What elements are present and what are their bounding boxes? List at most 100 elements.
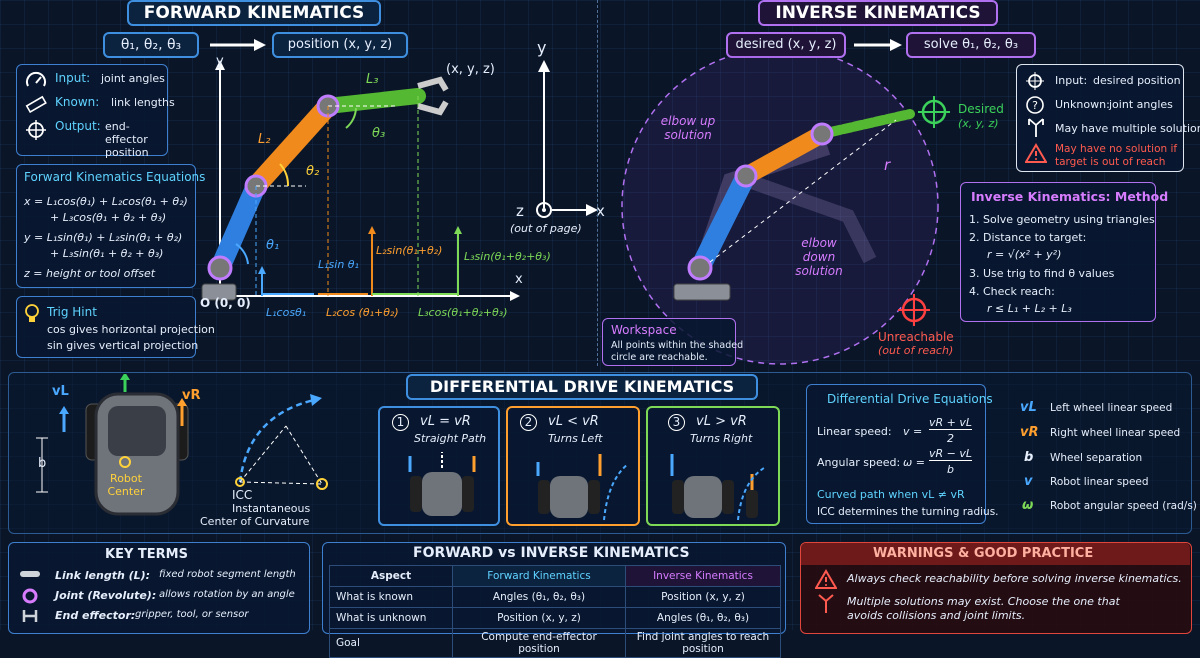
ik-method-line-3: r = √(x² + y²) [987, 248, 1062, 261]
branch-icon [1028, 118, 1044, 137]
dd-robot-diagram [36, 374, 189, 516]
ik-method-box: Inverse Kinematics: Method 1. Solve geom… [960, 182, 1168, 322]
fk-l1sin-label: L₁sin θ₁ [318, 258, 359, 271]
dd-legend-sym-4: v [1024, 474, 1033, 489]
fk-info-value-input: joint angles [101, 72, 165, 85]
ik-desired-label: Desired [958, 102, 1004, 116]
dd-case-3-robot [670, 454, 765, 521]
key-terms-title: KEY TERMS [105, 547, 188, 562]
ik-unreachable-label: Unreachable [878, 330, 954, 344]
fk-hint-line-1: cos gives horizontal projection [47, 323, 215, 336]
fk-flow-arrow [210, 39, 266, 51]
ik-elbow-up-label: elbow up solution [660, 114, 716, 142]
dd-case-3-num: 3 [668, 414, 685, 431]
ik-info-label-unknown: Unknown: [1055, 98, 1110, 111]
fk-info-label-input: Input: [55, 71, 91, 85]
compare-header-aspect: Aspect [329, 565, 453, 587]
ik-elbow-down-label: elbow down solution [795, 236, 843, 278]
fk-x-axis-label: x [515, 272, 523, 287]
dd-legend-sym-1: vL [1020, 400, 1037, 415]
ik-method-line-5: 4. Check reach: [969, 285, 1055, 298]
compare-table: Aspect Forward Kinematics Inverse Kinema… [329, 565, 781, 658]
dd-vl-label: vL [52, 384, 69, 399]
dd-linear-num: vR + vL [929, 416, 973, 430]
term-2-name: Joint (Revolute): [55, 589, 157, 602]
joint-icon [22, 588, 38, 604]
dd-case-2-num: 2 [520, 414, 537, 431]
fk-l2cos-label: L₂cos (θ₁+θ₂) [326, 306, 399, 319]
fk-input-formula: θ₁, θ₂, θ₃ [103, 32, 199, 58]
dd-icc-diagram [235, 394, 328, 490]
dd-legend-desc-5: Robot angular speed (rad/s) [1050, 500, 1197, 512]
ik-output-formula: solve θ₁, θ₂, θ₃ [906, 32, 1036, 58]
compare-row-3-forward: Compute end-effector position [452, 628, 626, 658]
ik-workspace-title: Workspace [611, 323, 677, 337]
ik-info-label-input: Input: [1055, 74, 1088, 87]
fk-end-effector-label: (x, y, z) [446, 62, 495, 77]
question-icon: ? [1026, 96, 1044, 114]
warnings-title: WARNINGS & GOOD PRACTICE [873, 546, 1094, 561]
dd-legend-desc-4: Robot linear speed [1050, 476, 1149, 488]
ik-info-value-unknown: joint angles [1109, 98, 1173, 111]
ik-method-title: Inverse Kinematics: Method [971, 189, 1169, 204]
fk-hint-line-2: sin gives vertical projection [47, 339, 199, 352]
warnings-box: WARNINGS & GOOD PRACTICE Always check re… [800, 542, 1192, 634]
link-icon [20, 571, 40, 577]
dd-case-2-robot [536, 454, 629, 521]
ik-workspace-diagram [621, 56, 950, 365]
dd-equations-box: Differential Drive Equations Linear spee… [806, 384, 999, 524]
dd-legend-sym-2: vR [1020, 425, 1039, 440]
term-1-desc: fixed robot segment length [159, 569, 296, 580]
ik-info-multiple: May have multiple solutions [1055, 122, 1200, 135]
fk-eq-line-3: y = L₁sin(θ₁) + L₂sin(θ₁ + θ₂) [24, 231, 183, 244]
fk-output-formula: position (x, y, z) [272, 32, 408, 58]
dd-case-3-cond: vL > vR [696, 414, 747, 429]
compare-row-2-forward: Position (x, y, z) [452, 607, 626, 629]
term-2-desc: allows rotation by an angle [159, 589, 295, 600]
ik-workspace-line-1: All points within the shaded [611, 340, 744, 351]
dd-b-label: b [38, 456, 47, 471]
axes-3d [536, 60, 598, 218]
compare-header-inverse: Inverse Kinematics [625, 565, 781, 587]
gauge-icon [26, 71, 46, 87]
compare-row-2-aspect: What is unknown [329, 607, 453, 629]
dd-legend-desc-1: Left wheel linear speed [1050, 402, 1173, 414]
dd-icc-note-1: Instantaneous [232, 502, 311, 515]
compare-row-2-inverse: Angles (θ₁, θ₂, θ₃) [625, 607, 781, 629]
ruler-icon [25, 95, 47, 113]
dd-legend-sym-3: b [1024, 450, 1034, 465]
dd-legend-desc-2: Right wheel linear speed [1050, 427, 1181, 439]
fk-l3-label: L₃ [366, 72, 379, 87]
compare-row-1-inverse: Position (x, y, z) [625, 586, 781, 608]
dd-case-2-label: Turns Left [548, 432, 603, 445]
fk-origin-label: O (0, 0) [200, 296, 251, 310]
ik-method-line-2: 2. Distance to target: [969, 231, 1087, 244]
ik-method-line-1: 1. Solve geometry using triangles [969, 213, 1155, 226]
fk-info-value-known: link lengths [111, 96, 175, 109]
ik-workspace-box: Workspace All points within the shaded c… [602, 318, 743, 366]
axes3d-x-label: x [596, 202, 605, 220]
ik-info-box: Input: desired position ? Unknown: joint… [1016, 64, 1200, 172]
fk-title: FORWARD KINEMATICS [127, 0, 381, 26]
dd-case-2: 2 vL < vR Turns Left [506, 406, 640, 526]
dd-title: DIFFERENTIAL DRIVE KINEMATICS [406, 374, 758, 400]
compare-row-3-inverse: Find joint angles to reach position [625, 628, 781, 658]
fk-eq-line-2: + L₃cos(θ₁ + θ₂ + θ₃) [50, 211, 167, 224]
warnings-title-bar [801, 543, 1190, 565]
dd-linear-label: Linear speed: [817, 425, 892, 438]
warning-icon [815, 569, 837, 589]
ik-desired-xyz: (x, y, z) [958, 117, 999, 130]
fk-eq-line-5: z = height or tool offset [24, 267, 156, 280]
dd-icc-line: ICC determines the turning radius. [817, 506, 999, 518]
dd-case-3-label: Turns Right [690, 432, 753, 445]
ik-method-line-6: r ≤ L₁ + L₂ + L₃ [987, 302, 1072, 315]
ik-title: INVERSE KINEMATICS [758, 0, 998, 26]
dd-case-1-num: 1 [392, 414, 409, 431]
ik-r-label: r [884, 156, 891, 174]
gripper-icon [22, 610, 38, 622]
fk-y-axis-label: y [216, 54, 224, 69]
crosshair-icon [1026, 72, 1044, 90]
compare-title: FORWARD vs INVERSE KINEMATICS [413, 545, 690, 561]
dd-vr-label: vR [182, 388, 201, 403]
ik-workspace-line-2: circle are reachable. [611, 352, 708, 363]
